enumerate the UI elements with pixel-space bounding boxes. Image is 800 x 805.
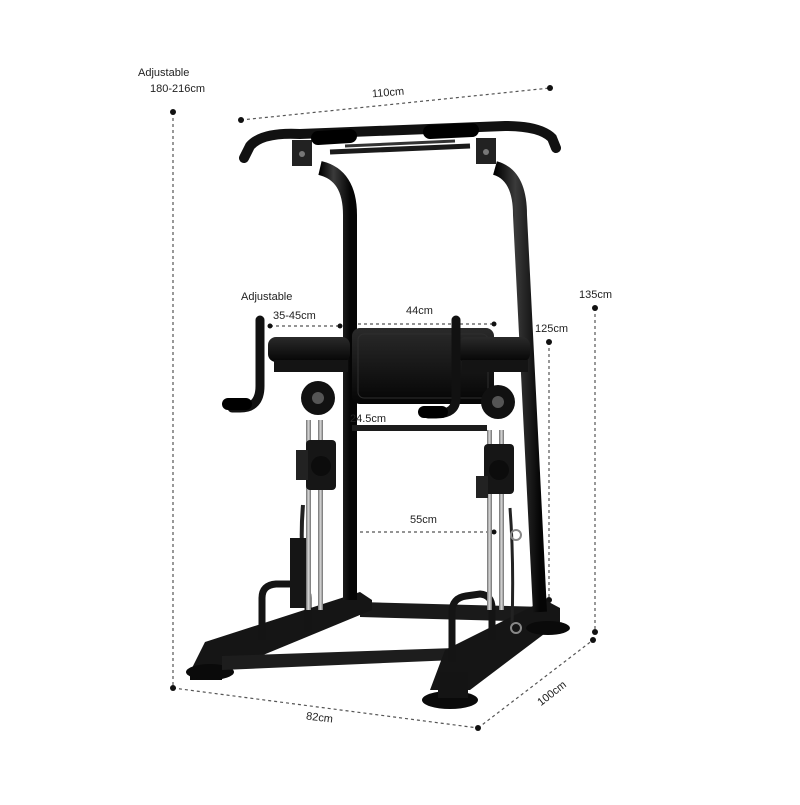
cross-rail xyxy=(352,425,487,431)
handle-span-label: 35-45cm xyxy=(273,310,316,322)
seat-height-label: 125cm xyxy=(535,323,569,335)
height-adjustable-label: Adjustable xyxy=(138,67,190,79)
handle-adjustable-label: Adjustable xyxy=(241,291,293,303)
inner-width-label: 55cm xyxy=(410,514,437,526)
tower-right xyxy=(476,138,547,613)
cable-guide-rods xyxy=(306,420,504,610)
pull-up-bar xyxy=(239,120,561,163)
height-range-label: 180-216cm xyxy=(150,83,206,95)
tube-gap-label: 24.5cm xyxy=(350,413,387,425)
base-frame xyxy=(186,580,570,709)
backrest-width-label: 44cm xyxy=(406,305,433,317)
tower-height-label: 135cm xyxy=(579,289,613,301)
dimension-guides xyxy=(172,87,596,729)
dip-handles xyxy=(222,315,461,419)
pulley-system xyxy=(290,381,522,634)
tower-left xyxy=(292,140,357,600)
arm-pads xyxy=(268,337,530,372)
